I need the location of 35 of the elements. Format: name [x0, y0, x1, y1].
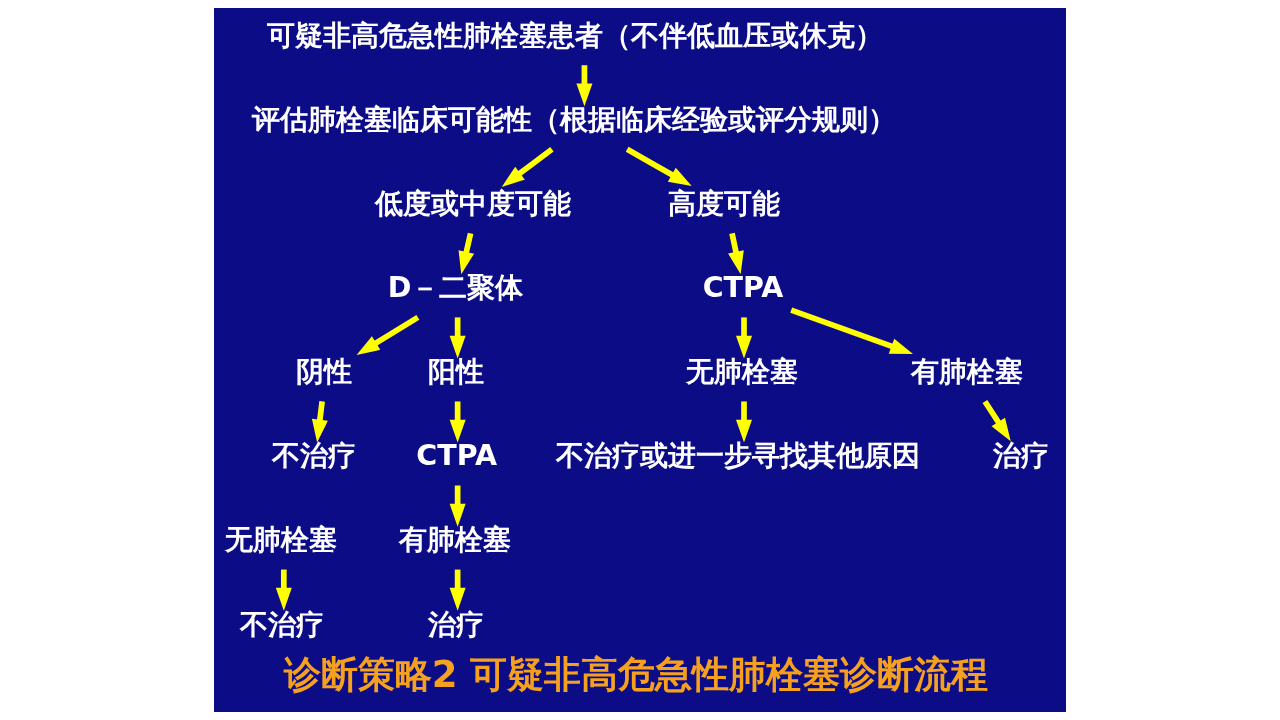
node-text: D－二聚体 [387, 271, 524, 305]
arrow [576, 65, 593, 107]
arrow [449, 317, 466, 359]
node-text: 低度或中度可能 [375, 187, 571, 221]
arrow [356, 314, 420, 355]
node-text: 无肺栓塞 [225, 523, 338, 557]
arrow [449, 569, 466, 611]
node-text: 可疑非高危急性肺栓塞患者（不伴低血压或休克） [266, 19, 883, 53]
node-text: 有肺栓塞 [399, 523, 512, 557]
node-text: 治疗 [992, 439, 1049, 473]
node-text: 高度可能 [668, 187, 781, 221]
arrow [625, 146, 692, 187]
arrow [311, 401, 328, 443]
arrow [790, 307, 913, 354]
arrow [736, 317, 752, 359]
arrow [736, 401, 752, 443]
arrow [449, 401, 466, 443]
node-text: 有肺栓塞 [910, 355, 1023, 389]
node-text: CTPA [416, 439, 497, 473]
arrow [728, 232, 744, 275]
arrow [449, 485, 466, 527]
node-text: 阳性 [428, 355, 485, 389]
arrow [458, 232, 475, 275]
node-text: 评估肺栓塞临床可能性（根据临床经验或评分规则） [252, 103, 897, 137]
caption: 诊断策略2 可疑非高危急性肺栓塞诊断流程 [283, 653, 989, 697]
node-text: 不治疗或进一步寻找其他原因 [555, 439, 920, 473]
node-text: 不治疗 [240, 607, 325, 641]
node-text: 治疗 [428, 607, 485, 641]
node-text: CTPA [702, 271, 784, 305]
arrow [501, 147, 554, 187]
node-text: 无肺栓塞 [685, 355, 798, 389]
arrow [275, 569, 292, 611]
node-text: 阴性 [295, 355, 352, 389]
arrow [982, 399, 1011, 442]
node-text: 不治疗 [271, 439, 356, 473]
